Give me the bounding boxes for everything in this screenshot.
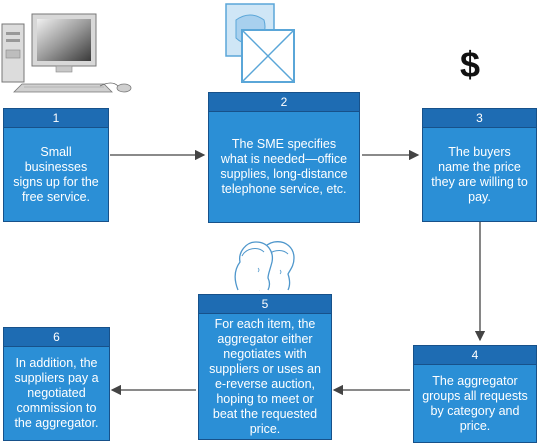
step-number: 3 [422,108,537,127]
step-4-box: 4 The aggregator groups all requests by … [413,345,537,443]
step-number: 4 [413,345,537,364]
step-5-box: 5 For each item, the aggregator either n… [198,294,332,440]
step-text: The buyers name the price they are willi… [422,127,537,222]
envelope-icon [225,3,295,83]
step-1-box: 1 Small businesses signs up for the free… [3,108,109,222]
step-number: 6 [3,327,110,346]
step-6-box: 6 In addition, the suppliers pay a negot… [3,327,110,441]
people-icon [234,241,295,291]
step-text: Small businesses signs up for the free s… [3,127,109,222]
step-number: 2 [208,92,360,111]
step-text: The SME specifies what is needed—office … [208,111,360,223]
step-text: The aggregator groups all requests by ca… [413,364,537,443]
step-text: For each item, the aggregator either neg… [198,313,332,440]
dollar-icon: $ [460,44,481,85]
step-text: In addition, the suppliers pay a negotia… [3,346,110,441]
step-3-box: 3 The buyers name the price they are wil… [422,108,537,222]
computer-icon [1,13,132,93]
step-2-box: 2 The SME specifies what is needed—offic… [208,92,360,223]
step-number: 1 [3,108,109,127]
step-number: 5 [198,294,332,313]
